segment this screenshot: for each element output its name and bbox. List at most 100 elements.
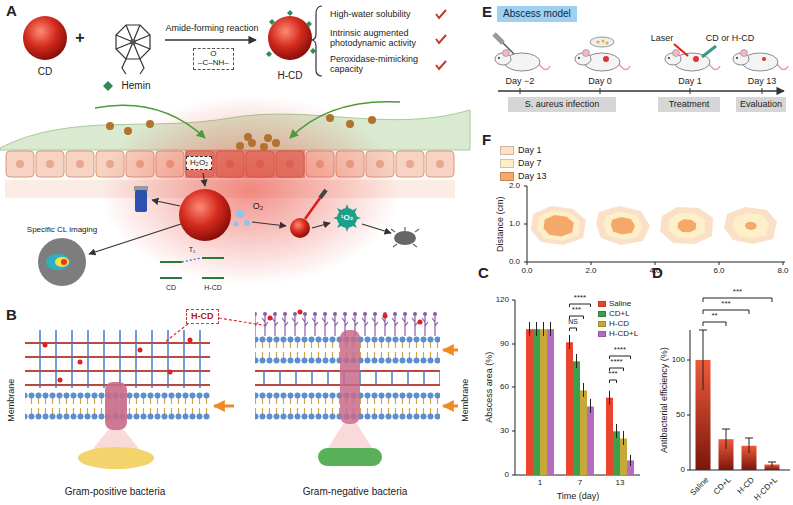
figure-label: NS xyxy=(568,318,578,326)
figure-label: Peroxidase-mimicking capacity xyxy=(330,54,430,75)
figure-label: Abscess area (%) xyxy=(485,351,495,422)
figure-label: *** xyxy=(572,305,581,314)
figure-label: Intrinsic augmented photodynamic activit… xyxy=(330,28,430,49)
panel-a-tissue xyxy=(0,95,470,286)
figure-label: 0 xyxy=(505,470,509,479)
box-text: Abscess model xyxy=(503,8,571,20)
figure-label: **** xyxy=(610,357,622,366)
figure-label: ** xyxy=(711,311,717,320)
figure-label: CD+L xyxy=(712,476,733,497)
box-text: –C–NH– xyxy=(198,59,229,68)
figure-label: 30 xyxy=(500,426,509,435)
h2o2-box: H₂O₂ xyxy=(186,156,212,170)
panel-d-bar-chart xyxy=(687,298,790,470)
figure-label: T₁ xyxy=(189,246,196,254)
figure-label: Day 1 xyxy=(678,76,702,86)
figure-label: **** xyxy=(614,345,626,354)
figure-label: Membrane xyxy=(461,378,471,421)
figure-label: Antibacterial efficiency (%) xyxy=(659,347,669,453)
figure-label: Membrane xyxy=(7,378,17,421)
figure-label: 6.0 xyxy=(713,266,724,275)
figure-label: 90 xyxy=(500,339,509,348)
figure-label: High-water solubility xyxy=(330,9,411,19)
legend-text: H-CD+L xyxy=(609,329,638,338)
box-text: S. aureus infection xyxy=(512,99,612,110)
figure-label: Hemin xyxy=(122,80,151,92)
legend-swatch xyxy=(598,301,606,307)
figure-label: *** xyxy=(721,299,730,308)
box-text: Evaluation xyxy=(740,99,782,110)
figure-label: Day 13 xyxy=(748,76,777,86)
figure-label: 1.0 xyxy=(509,219,520,228)
figure-label: *** xyxy=(608,369,617,378)
figure-label: 2.0 xyxy=(509,181,520,190)
figure-label: Distance (cm) xyxy=(495,196,505,252)
panel-letter: + xyxy=(75,29,84,47)
figure-label: 0.0 xyxy=(509,257,520,266)
phase-box: S. aureus infection xyxy=(508,97,616,112)
figure-label: 60 xyxy=(500,382,509,391)
legend-swatch xyxy=(598,331,606,337)
panel-letter: E xyxy=(482,3,492,20)
legend-swatch xyxy=(598,311,606,317)
figure-label: Day −2 xyxy=(506,76,535,86)
figure-label: 7 xyxy=(578,478,582,487)
figure-label: Specific CL imaging xyxy=(27,225,97,234)
figure-label: 8.0 xyxy=(777,266,788,275)
legend-swatch xyxy=(500,172,514,181)
figure-label: CD or H-CD xyxy=(706,33,755,43)
legend-swatch xyxy=(500,159,514,168)
figure-label: Gram-negative bacteria xyxy=(303,486,408,498)
figure-label: CD xyxy=(166,284,176,292)
model-box: Abscess model xyxy=(497,6,577,22)
panel-letter: B xyxy=(6,306,17,323)
figure-label: Saline xyxy=(688,476,710,498)
figure-label: 100 xyxy=(672,355,685,364)
figure-label: CD xyxy=(38,66,52,78)
figure-label: 2.0 xyxy=(585,266,596,275)
panel-e-timeline xyxy=(494,34,788,94)
figure-label: H-CD xyxy=(204,284,222,292)
panel-f-abscess-map xyxy=(524,186,785,265)
legend-text: Day 13 xyxy=(518,171,547,181)
figure-label: O₂ xyxy=(253,201,264,211)
figure-label: Laser xyxy=(651,33,674,43)
box-text: H₂O₂ xyxy=(190,158,208,168)
figure-label: 0.0 xyxy=(521,266,532,275)
figure-label: 0 xyxy=(681,465,685,474)
figure-label: 120 xyxy=(496,295,509,304)
legend-text: H-CD xyxy=(609,319,629,328)
hcd-box: H-CD xyxy=(186,309,219,324)
figure-label: Amide-forming reaction xyxy=(165,23,258,33)
figure-label: 4.0 xyxy=(649,266,660,275)
figure-label: 13 xyxy=(616,478,625,487)
figure-label: 1 xyxy=(538,478,542,487)
figure-label: Time (day) xyxy=(557,491,600,501)
panel-c-bar-chart xyxy=(512,300,640,475)
figure-label: Day 0 xyxy=(588,76,612,86)
legend-text: Day 7 xyxy=(518,158,542,168)
panel-letter: F xyxy=(482,131,491,148)
legend-swatch xyxy=(598,321,606,327)
figure-label: ¹O₂ xyxy=(341,213,353,222)
panel-a-synthesis xyxy=(23,6,446,91)
legend-text: Day 1 xyxy=(518,145,542,155)
legend-swatch xyxy=(500,146,514,155)
panel-letter: C xyxy=(478,264,489,281)
figure-label: **** xyxy=(574,293,586,302)
panel-letter: A xyxy=(6,2,17,19)
figure-label: Gram-positive bacteria xyxy=(65,486,166,498)
panel-b-membranes xyxy=(25,308,458,469)
box-text: Treatment xyxy=(662,99,716,110)
figure-label: 50 xyxy=(676,410,685,419)
legend-text: Saline xyxy=(609,299,631,308)
legend-text: CD+L xyxy=(609,309,630,318)
box-text: O xyxy=(198,50,229,59)
box-text: H-CD xyxy=(191,311,214,322)
figure-label: *** xyxy=(733,287,742,296)
figure-label: H-CD+L xyxy=(752,476,779,503)
amide-box: O–C–NH– xyxy=(193,48,234,70)
figure-label: H-CD xyxy=(278,70,303,82)
